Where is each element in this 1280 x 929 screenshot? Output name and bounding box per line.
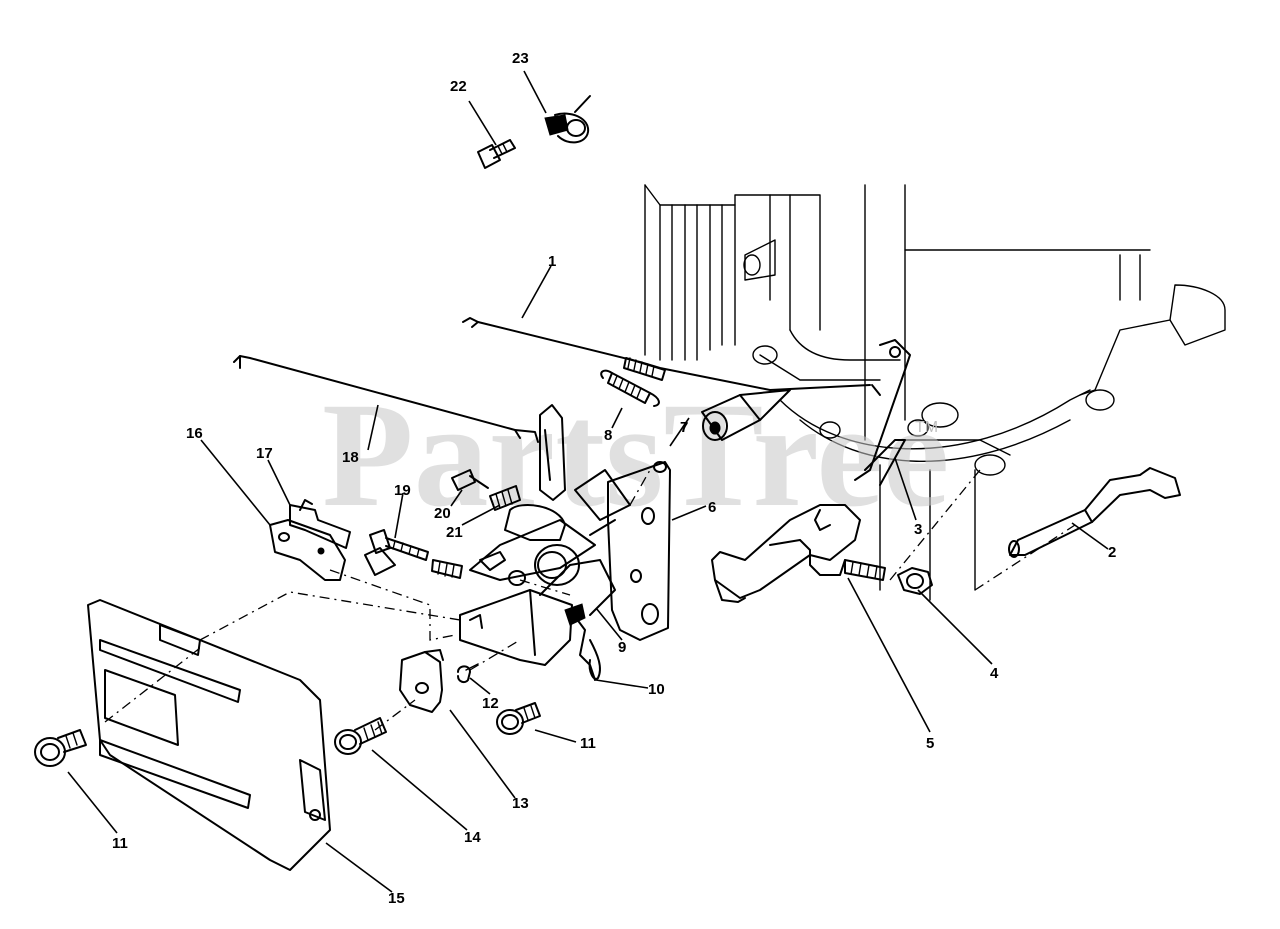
part-7-spacer: [701, 389, 791, 441]
watermark-tm: TM: [915, 419, 938, 436]
part-label-17: 17: [256, 445, 273, 462]
part-4-nut: [897, 567, 933, 595]
part-label-11-right: 11: [580, 735, 596, 752]
part-16-plate: [269, 519, 346, 581]
part-19-screw: [369, 529, 463, 579]
part-labels: 1 2 3 4 5 6 7 8 9 10 11 11 12 13 14 15 1…: [112, 50, 1116, 907]
part-label-5: 5: [926, 735, 934, 752]
part-10-clip: [588, 639, 601, 680]
governor-control-assembly: [459, 404, 631, 681]
part-3-lever-arm: [854, 339, 911, 486]
part-label-9: 9: [618, 639, 626, 656]
part-11-bolt-left: [34, 729, 87, 767]
part-23-clamp: [544, 95, 591, 144]
part-label-11-left: 11: [112, 835, 128, 852]
part-22-bolt: [477, 139, 516, 169]
part-12-screw: [457, 663, 479, 684]
part-label-21: 21: [446, 524, 463, 541]
part-label-16: 16: [186, 425, 203, 442]
part-label-14: 14: [464, 829, 481, 846]
part-13-bracket: [399, 649, 444, 713]
watermark: PartsTree TM: [322, 372, 949, 538]
part-label-4: 4: [990, 665, 999, 682]
part-label-13: 13: [512, 795, 529, 812]
part-8-spring: [600, 369, 660, 407]
part-17-switch: [289, 499, 396, 576]
part-20-screw: [451, 469, 489, 491]
part-label-7: 7: [680, 419, 688, 436]
part-label-22: 22: [450, 78, 467, 95]
part-2-shaft: [1008, 467, 1181, 558]
part-label-12: 12: [482, 695, 499, 712]
part-5-lever: [711, 504, 886, 603]
part-6-bracket: [607, 461, 671, 641]
watermark-text: PartsTree: [322, 372, 949, 538]
part-label-8: 8: [604, 427, 612, 444]
part-14-bolt: [334, 717, 387, 755]
part-1-rod: [462, 317, 871, 391]
engine-block-outline: [644, 184, 1226, 601]
part-15-plate: [87, 599, 331, 871]
leader-lines: [67, 70, 1109, 893]
part-label-10: 10: [648, 681, 665, 698]
part-label-20: 20: [434, 505, 451, 522]
part-11-bolt-right: [496, 702, 541, 735]
part-label-19: 19: [394, 482, 411, 499]
part-label-2: 2: [1108, 544, 1116, 561]
part-18-rod: [233, 355, 539, 443]
part-label-18: 18: [342, 449, 359, 466]
alignment-lines: [104, 469, 1076, 731]
part-label-15: 15: [388, 890, 405, 907]
part-label-23: 23: [512, 50, 529, 67]
part-label-3: 3: [914, 521, 922, 538]
part-label-6: 6: [708, 499, 716, 516]
part-label-1: 1: [548, 253, 556, 270]
